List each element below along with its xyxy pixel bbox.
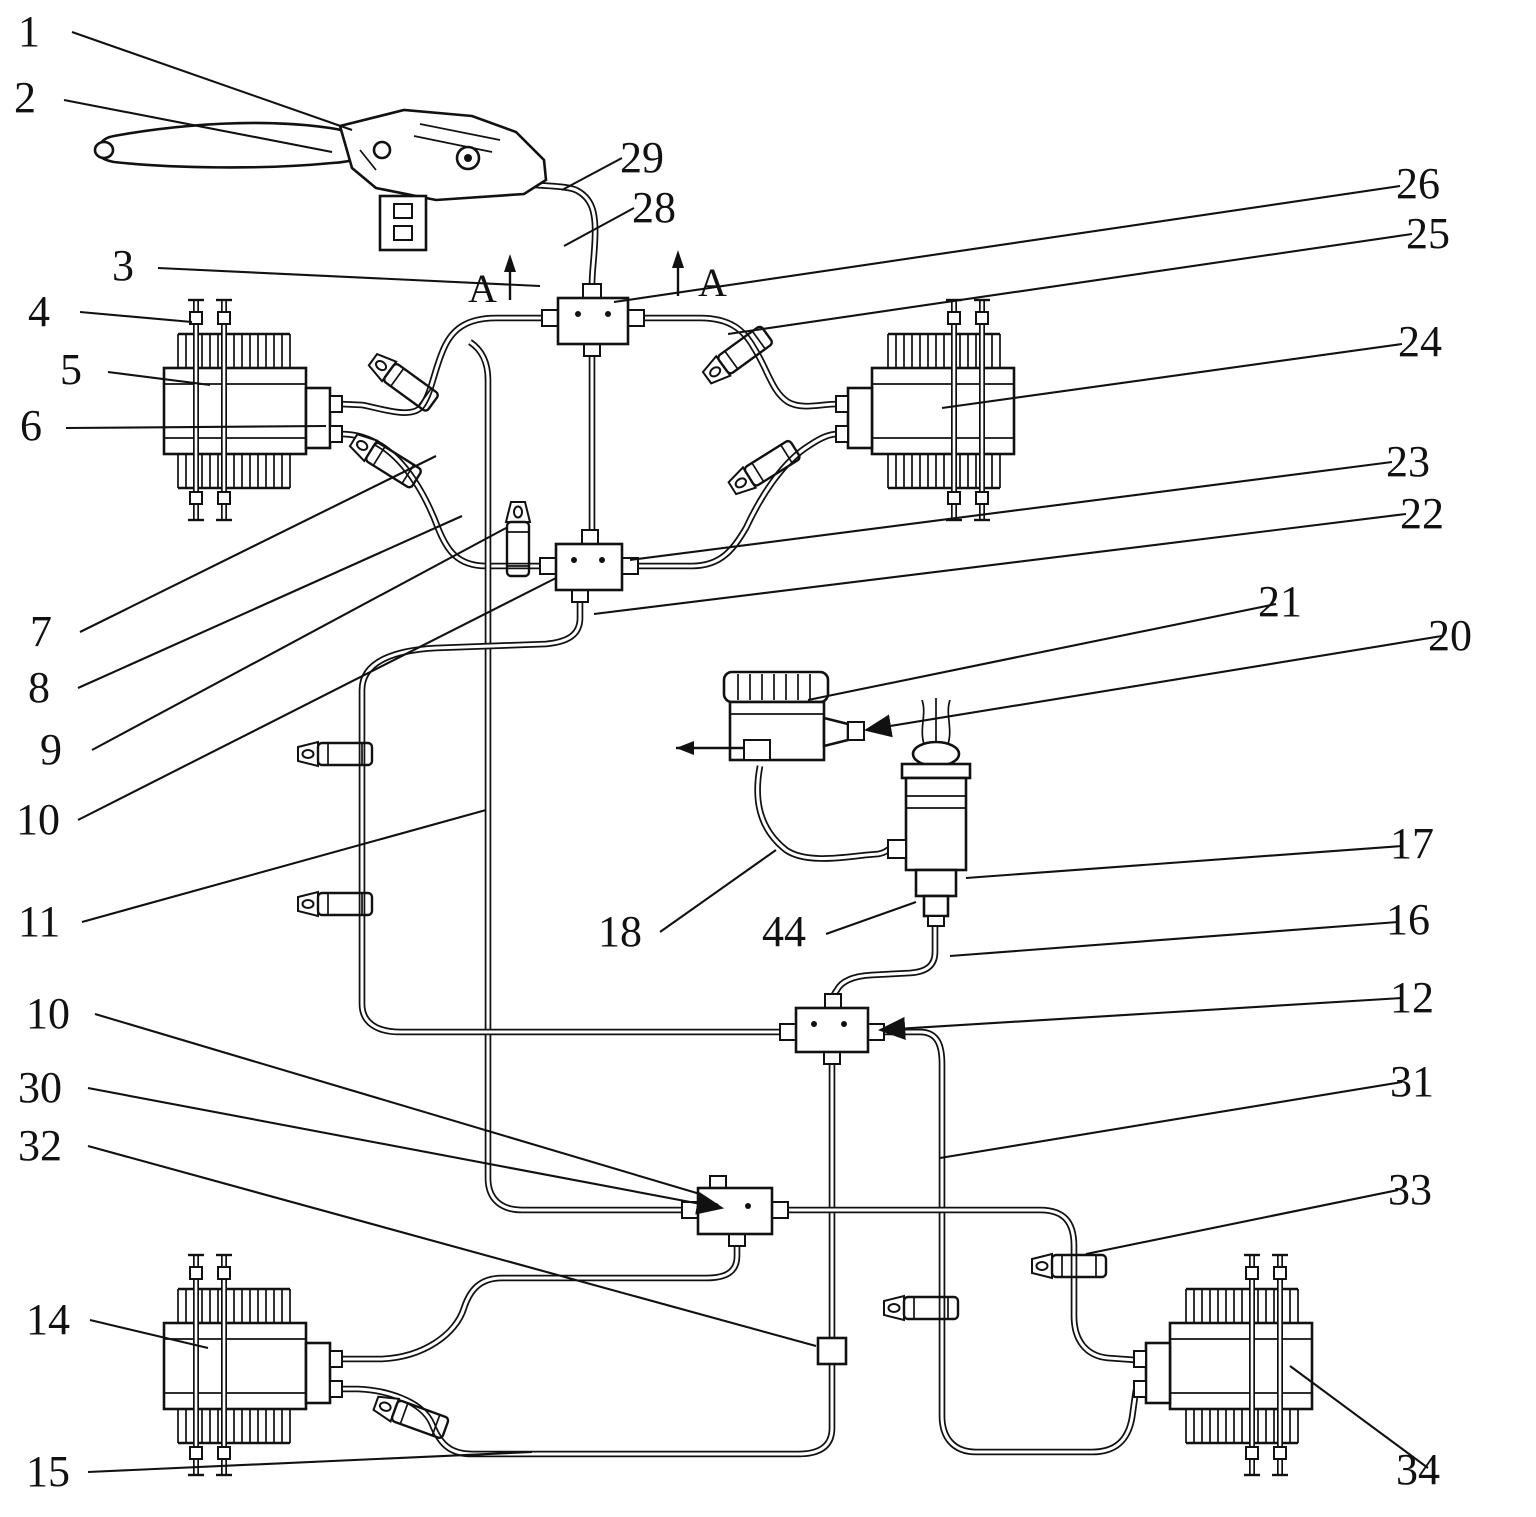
callout-44: 44 — [762, 907, 806, 956]
callout-29: 29 — [620, 133, 664, 182]
callout-20: 20 — [1428, 611, 1472, 660]
brake-lines — [340, 184, 1136, 1454]
callout-26: 26 — [1396, 159, 1440, 208]
callout-23: 23 — [1386, 437, 1430, 486]
line-union-fitting — [816, 1336, 848, 1366]
section-marker-a-right: A — [698, 260, 727, 305]
callout-30: 30 — [18, 1063, 62, 1112]
callout-33: 33 — [1388, 1165, 1432, 1214]
callout-5: 5 — [60, 345, 82, 394]
callout-24: 24 — [1398, 317, 1442, 366]
callout-22: 22 — [1400, 489, 1444, 538]
callout-9: 9 — [40, 725, 62, 774]
callout-3: 3 — [112, 241, 134, 290]
callout-16: 16 — [1386, 895, 1430, 944]
callout-17: 17 — [1390, 819, 1434, 868]
callout-32: 32 — [18, 1121, 62, 1170]
caliper-front-right — [836, 300, 1014, 520]
callout-31: 31 — [1390, 1057, 1434, 1106]
callout-15: 15 — [26, 1447, 70, 1496]
callout-14: 14 — [26, 1295, 70, 1344]
clamp-8 — [882, 1294, 960, 1322]
rear-master-cylinder — [676, 670, 865, 762]
callout-2: 2 — [14, 73, 36, 122]
callout-10-lower: 10 — [26, 989, 70, 1038]
brake-lever-assembly — [93, 108, 548, 252]
front-lower-junction-block — [539, 529, 639, 603]
rear-junction-block — [779, 993, 885, 1065]
section-marker-a-left: A — [468, 266, 497, 311]
caliper-rear-right — [1134, 1255, 1312, 1475]
caliper-front-left — [164, 300, 342, 520]
callout-10-upper: 10 — [16, 795, 60, 844]
callout-6: 6 — [20, 401, 42, 450]
clamp-1 — [364, 348, 442, 415]
callout-28: 28 — [632, 183, 676, 232]
callout-25: 25 — [1406, 209, 1450, 258]
callout-12: 12 — [1390, 973, 1434, 1022]
clamp-2 — [698, 323, 776, 389]
callout-7: 7 — [30, 607, 52, 656]
callout-4: 4 — [28, 287, 50, 336]
pressure-unit — [887, 698, 972, 927]
front-junction-block — [541, 283, 645, 357]
caliper-rear-left — [164, 1255, 342, 1475]
callout-8: 8 — [28, 663, 50, 712]
callout-11: 11 — [18, 897, 60, 946]
callout-labels: 1 2 3 4 5 6 7 8 9 10 11 10 30 32 14 15 2… — [14, 7, 1472, 1496]
callout-34: 34 — [1396, 1445, 1440, 1494]
leader-lines — [63, 31, 1443, 1474]
callout-1: 1 — [18, 7, 40, 56]
callout-21: 21 — [1258, 577, 1302, 626]
clamp-9 — [1030, 1252, 1108, 1280]
rear-distribution-block — [681, 1175, 789, 1247]
callout-18: 18 — [598, 907, 642, 956]
